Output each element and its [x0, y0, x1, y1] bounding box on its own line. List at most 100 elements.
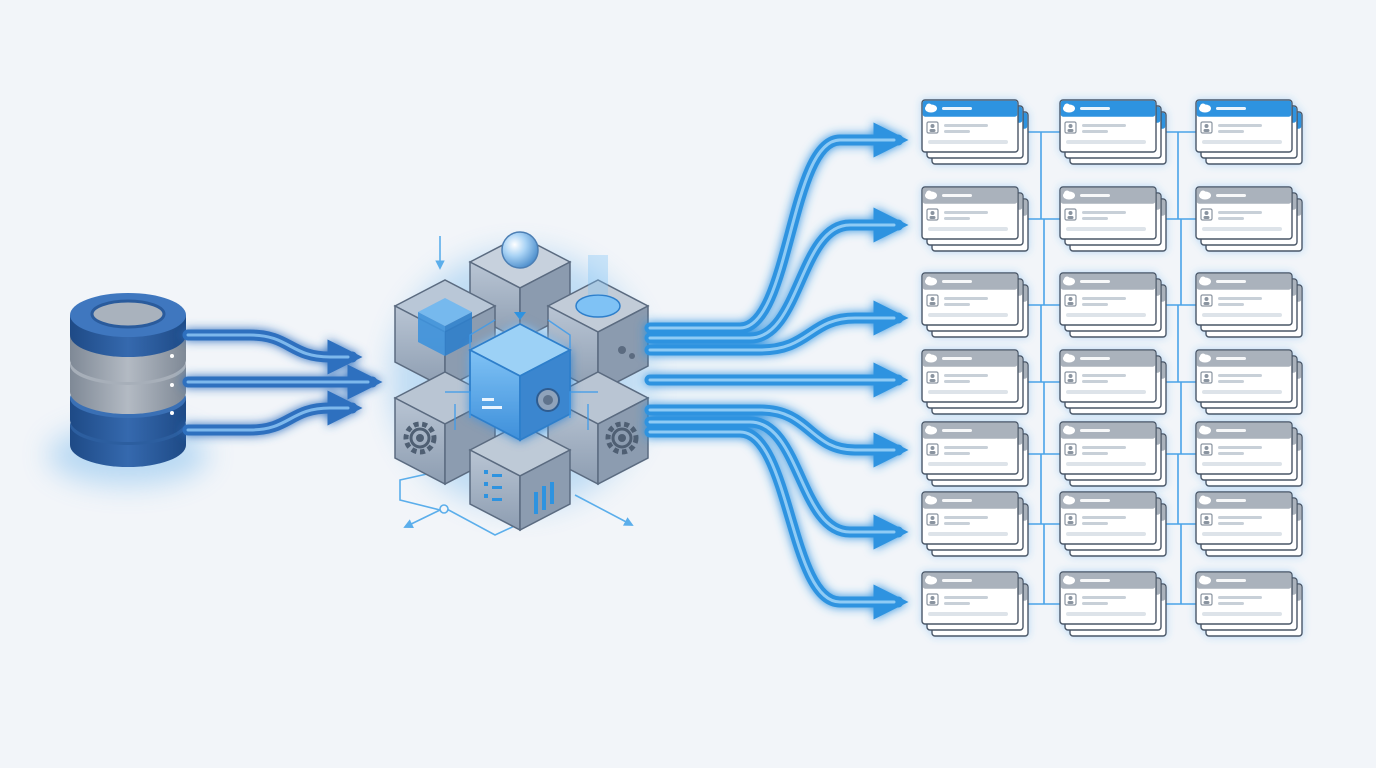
record-card-stack — [1059, 491, 1167, 557]
record-card-stack — [1195, 272, 1303, 338]
user-icon — [1064, 443, 1077, 456]
cloud-icon — [1199, 575, 1211, 585]
cloud-icon — [1063, 276, 1075, 286]
cube-bottom — [468, 423, 572, 532]
record-card — [1059, 186, 1157, 240]
record-card-stack — [921, 571, 1029, 637]
card-connector-line — [1166, 218, 1196, 305]
record-card — [1059, 272, 1157, 326]
user-icon — [926, 294, 939, 307]
gear-icon — [403, 421, 437, 455]
input-flow-arrows — [182, 329, 383, 436]
record-card — [921, 186, 1019, 240]
record-card — [1059, 349, 1157, 403]
record-card — [921, 571, 1019, 625]
user-icon — [1200, 593, 1213, 606]
output-flow-arrows — [644, 122, 909, 620]
user-icon — [1064, 371, 1077, 384]
cloud-icon — [925, 425, 937, 435]
user-icon — [926, 208, 939, 221]
record-card-stack — [921, 186, 1029, 252]
record-card — [1059, 491, 1157, 545]
cloud-icon — [1199, 103, 1211, 113]
cloud-icon — [1063, 103, 1075, 113]
record-card-stack — [921, 349, 1029, 415]
user-icon — [1064, 294, 1077, 307]
user-icon — [1064, 208, 1077, 221]
user-icon — [926, 513, 939, 526]
cloud-icon — [1199, 495, 1211, 505]
database-icon — [48, 293, 208, 485]
record-card-stack — [1059, 421, 1167, 487]
cloud-icon — [925, 190, 937, 200]
user-icon — [1200, 208, 1213, 221]
cloud-icon — [1063, 425, 1075, 435]
cloud-icon — [925, 495, 937, 505]
record-card — [1195, 272, 1293, 326]
record-card — [1195, 99, 1293, 153]
cloud-icon — [925, 276, 937, 286]
cloud-icon — [925, 353, 937, 363]
cloud-icon — [1063, 353, 1075, 363]
cube-center — [468, 322, 572, 442]
cloud-icon — [1063, 190, 1075, 200]
record-card — [1195, 186, 1293, 240]
record-card — [921, 272, 1019, 326]
card-connector-line — [1028, 523, 1060, 604]
user-icon — [1200, 443, 1213, 456]
record-card-stack — [1195, 349, 1303, 415]
record-card-stack — [1059, 99, 1167, 165]
user-icon — [1200, 294, 1213, 307]
cloud-icon — [1063, 575, 1075, 585]
cloud-icon — [1199, 353, 1211, 363]
user-icon — [1200, 513, 1213, 526]
record-card-stack — [1059, 349, 1167, 415]
cloud-icon — [1199, 425, 1211, 435]
sphere-icon — [501, 231, 539, 269]
record-card-stack — [1195, 99, 1303, 165]
record-card-stack — [921, 99, 1029, 165]
processing-cube-cluster-icon — [390, 231, 650, 536]
record-card — [1059, 571, 1157, 625]
record-card — [1195, 421, 1293, 475]
record-card-grid — [921, 99, 1303, 637]
record-card-stack — [1195, 421, 1303, 487]
record-card-stack — [1195, 571, 1303, 637]
gear-icon — [605, 421, 639, 455]
record-card — [921, 99, 1019, 153]
card-connector-line — [1028, 381, 1060, 454]
record-card-stack — [1195, 491, 1303, 557]
record-card-stack — [1059, 186, 1167, 252]
card-connector-line — [1166, 523, 1196, 604]
user-icon — [1200, 121, 1213, 134]
record-card-stack — [921, 421, 1029, 487]
record-card — [921, 349, 1019, 403]
cloud-icon — [925, 103, 937, 113]
record-card — [921, 421, 1019, 475]
record-card — [1059, 421, 1157, 475]
record-card — [1059, 99, 1157, 153]
card-connector-line — [1166, 381, 1196, 454]
user-icon — [926, 121, 939, 134]
cloud-icon — [925, 575, 937, 585]
record-card-stack — [921, 491, 1029, 557]
card-connector-line — [1028, 218, 1060, 305]
user-icon — [926, 443, 939, 456]
record-card — [1195, 349, 1293, 403]
user-icon — [1064, 513, 1077, 526]
record-card-stack — [921, 272, 1029, 338]
user-icon — [1064, 593, 1077, 606]
record-card-stack — [1059, 571, 1167, 637]
cloud-icon — [1063, 495, 1075, 505]
record-card — [1195, 571, 1293, 625]
record-card-stack — [1059, 272, 1167, 338]
user-icon — [926, 593, 939, 606]
user-icon — [1064, 121, 1077, 134]
record-card — [1195, 491, 1293, 545]
user-icon — [1200, 371, 1213, 384]
record-card — [921, 491, 1019, 545]
user-icon — [926, 371, 939, 384]
record-card-stack — [1195, 186, 1303, 252]
